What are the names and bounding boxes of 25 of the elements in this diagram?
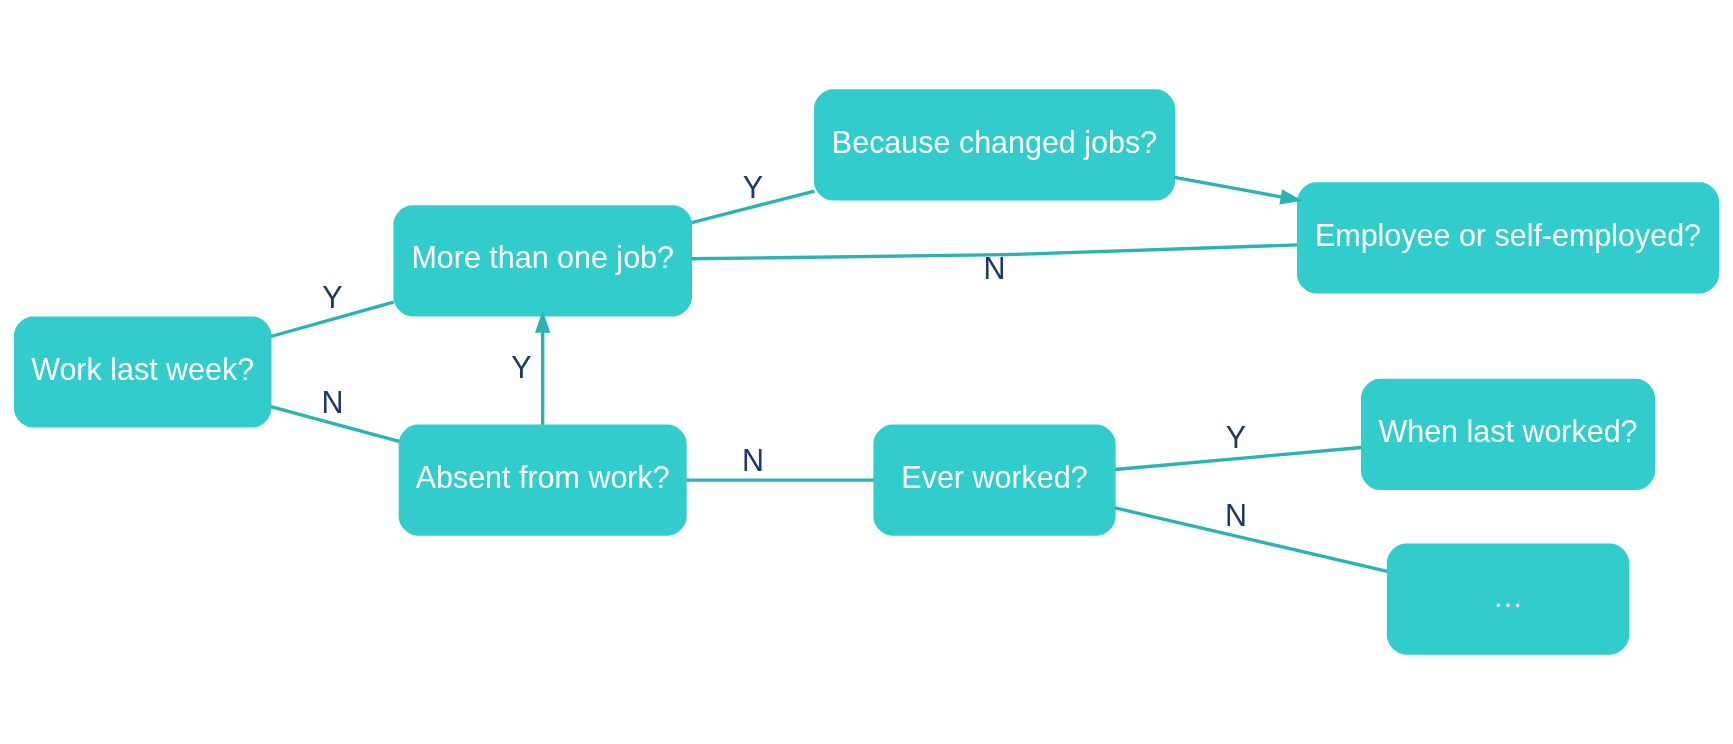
edge-label: N — [1225, 497, 1248, 532]
node-box: Employee or self-employed? — [1297, 182, 1720, 294]
connector — [1114, 506, 1388, 573]
connector — [691, 243, 1298, 261]
arrow — [1174, 175, 1303, 205]
connector — [270, 404, 400, 444]
connector — [691, 189, 815, 225]
edge-label: N — [983, 251, 1006, 286]
edge-label: Y — [742, 170, 764, 205]
node-box: Work last week? — [13, 316, 272, 428]
node-box: Absent from work? — [398, 424, 687, 536]
edge-label: N — [321, 385, 344, 420]
node-box: When last worked? — [1361, 378, 1656, 491]
edge-label: N — [741, 443, 764, 478]
arrow — [535, 310, 551, 425]
node-box: … — [1386, 543, 1630, 655]
edge-label: Y — [1225, 420, 1247, 455]
connector — [686, 478, 874, 482]
connector — [270, 300, 394, 339]
edge-label: Y — [511, 350, 532, 385]
node-box: Ever worked? — [873, 424, 1116, 536]
connector — [1114, 445, 1362, 472]
edge-label: Y — [322, 280, 343, 314]
node-box: Because changed jobs? — [813, 89, 1176, 201]
node-box: More than one job? — [393, 205, 692, 317]
